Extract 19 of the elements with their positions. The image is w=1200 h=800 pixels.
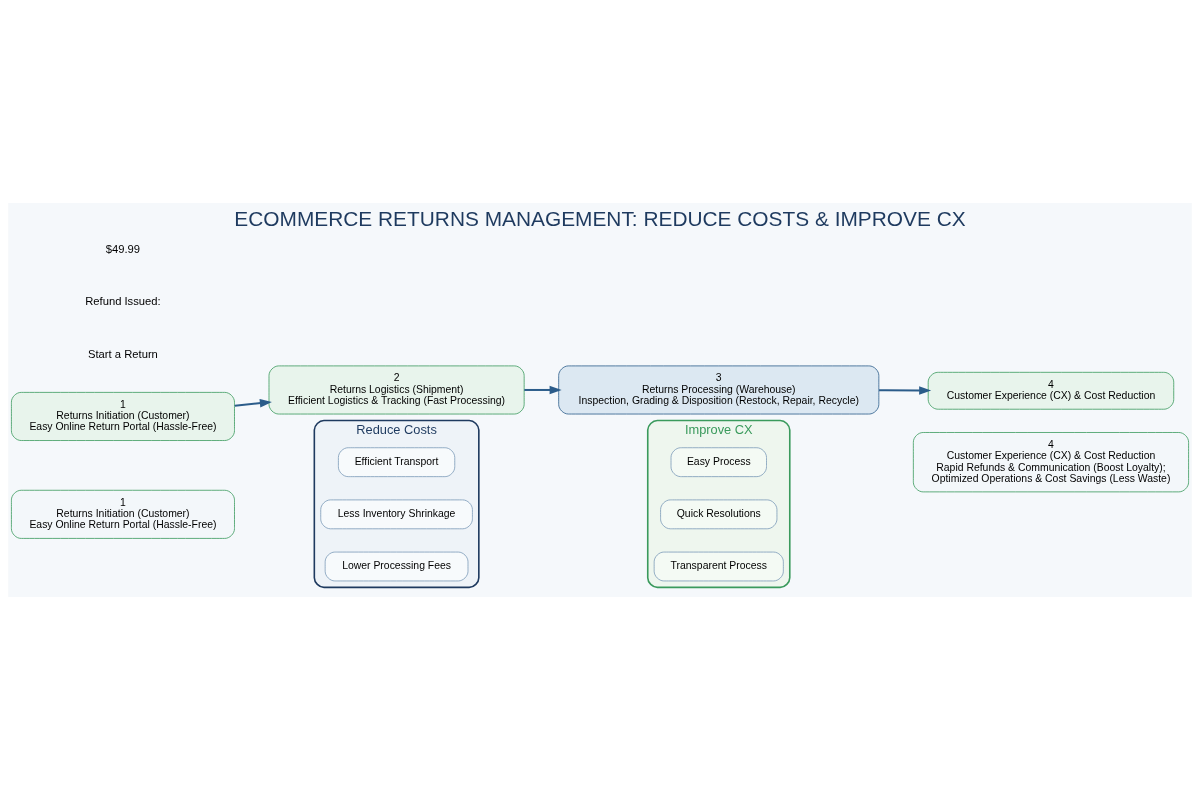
arrow [234,399,272,408]
label: Refund Issued: [85,295,161,308]
arrow [879,386,932,395]
node-box: 1 Returns Initiation (Customer) Easy Online Return Portal (Hassle-Free) [11,392,235,441]
node-box: Efficient Transport [338,447,456,478]
node-box: 4 Customer Experience (CX) & Cost Reduction [927,371,1175,410]
node-box: 1 Returns Initiation (Customer) Easy Online Return Portal (Hassle-Free) [11,489,235,539]
node-box: 3 Returns Processing (Warehouse) Inspection, Grading & Disposition (Restock, Repair, Recycle) [558,365,880,415]
node-box: Lower Processing Fees [324,551,469,582]
node-box: Less Inventory Shrinkage [320,499,473,530]
label: $49.99 [105,243,141,256]
node-box: Quick Resolutions [660,499,778,530]
node-box: 4 Customer Experience (CX) & Cost Reduction Rapid Refunds & Communication (Boost Loyalty); Optimized Operations & Cost Savings (Less Waste) [912,432,1189,493]
node-box: Transparent Process [653,551,784,582]
arrow [524,385,562,395]
node-box: 2 Returns Logistics (Shipment) Efficient Logistics & Tracking (Fast Processing) [268,365,525,415]
node-box: Easy Process [670,447,767,478]
diagram-title: ECOMMERCE RETURNS MANAGEMENT: REDUCE COSTS & IMPROVE CX [234,207,966,231]
label: Start a Return [88,347,158,360]
